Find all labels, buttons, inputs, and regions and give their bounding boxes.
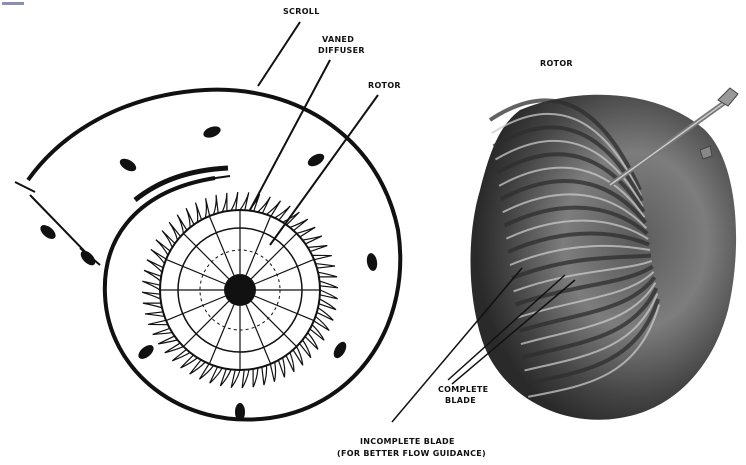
leader-diffuser: [250, 60, 330, 210]
rotor-blade: [214, 195, 219, 215]
rotor-photo: ROTOR COMPLETE BLADE INCOMPLETE BLADE (F…: [337, 59, 738, 458]
diffuser-vane: [118, 156, 139, 174]
leader-scroll: [258, 22, 300, 86]
rotor-blade: [222, 193, 227, 212]
rotor-blade: [242, 369, 249, 387]
rotor-blade: [142, 281, 160, 290]
label-vaned-diffuser-line2: DIFFUSER: [318, 46, 365, 55]
leader-rotor: [270, 95, 378, 245]
diffuser-vane: [78, 248, 98, 268]
rotor-blade: [231, 370, 240, 388]
rotor-blade: [270, 362, 275, 382]
label-vaned-diffuser-line1: VANED: [322, 35, 354, 44]
rotor-blade: [142, 292, 160, 299]
label-incomplete-blade-line2: (FOR BETTER FLOW GUIDANCE): [337, 449, 486, 458]
rotor-blade: [144, 270, 161, 281]
diffuser-vane: [136, 342, 156, 361]
rotor-blade: [151, 249, 166, 263]
rotor-blade: [317, 308, 333, 321]
label-scroll: SCROLL: [283, 7, 320, 16]
rotor-blade: [143, 303, 162, 308]
rotor-hub: [224, 274, 256, 306]
rotor-blade: [258, 197, 271, 213]
rotor-blade: [266, 201, 280, 216]
scroll-tongue: [135, 168, 228, 200]
rotor-blade: [319, 281, 337, 288]
rotor-blade: [205, 198, 209, 218]
label-complete-blade-line2: BLADE: [445, 396, 476, 405]
diffuser-vane: [235, 403, 245, 421]
label-rotor-left: ROTOR: [368, 81, 401, 90]
label-complete-blade-line1: COMPLETE: [438, 385, 488, 394]
outlet-flange-top: [15, 182, 35, 192]
diffuser-vane: [366, 252, 379, 271]
rotor-blade: [148, 320, 168, 324]
diffuser-vane: [331, 340, 349, 361]
diffuser-vane: [38, 222, 58, 241]
rotor-blade: [318, 272, 337, 277]
rotor-blade: [240, 192, 249, 210]
rotor-blade: [231, 192, 238, 210]
rotor-blade: [145, 312, 165, 317]
rotor-blade: [210, 367, 223, 383]
diffuser-vane: [306, 151, 327, 169]
rotor-blade: [316, 264, 336, 269]
rotor-blade: [147, 260, 163, 273]
label-rotor-right: ROTOR: [540, 59, 573, 68]
diffuser-vane: [202, 124, 222, 140]
rotor-blade: [262, 366, 267, 386]
rotor-blade: [320, 290, 338, 299]
label-incomplete-blade-line1: INCOMPLETE BLADE: [360, 437, 455, 446]
rotor-blade: [319, 299, 336, 310]
compressor-schematic: SCROLL VANED DIFFUSER ROTOR: [15, 7, 401, 421]
rotor-blade: [312, 255, 332, 259]
rotor-blade: [253, 368, 258, 387]
rotor-blade: [220, 369, 231, 386]
